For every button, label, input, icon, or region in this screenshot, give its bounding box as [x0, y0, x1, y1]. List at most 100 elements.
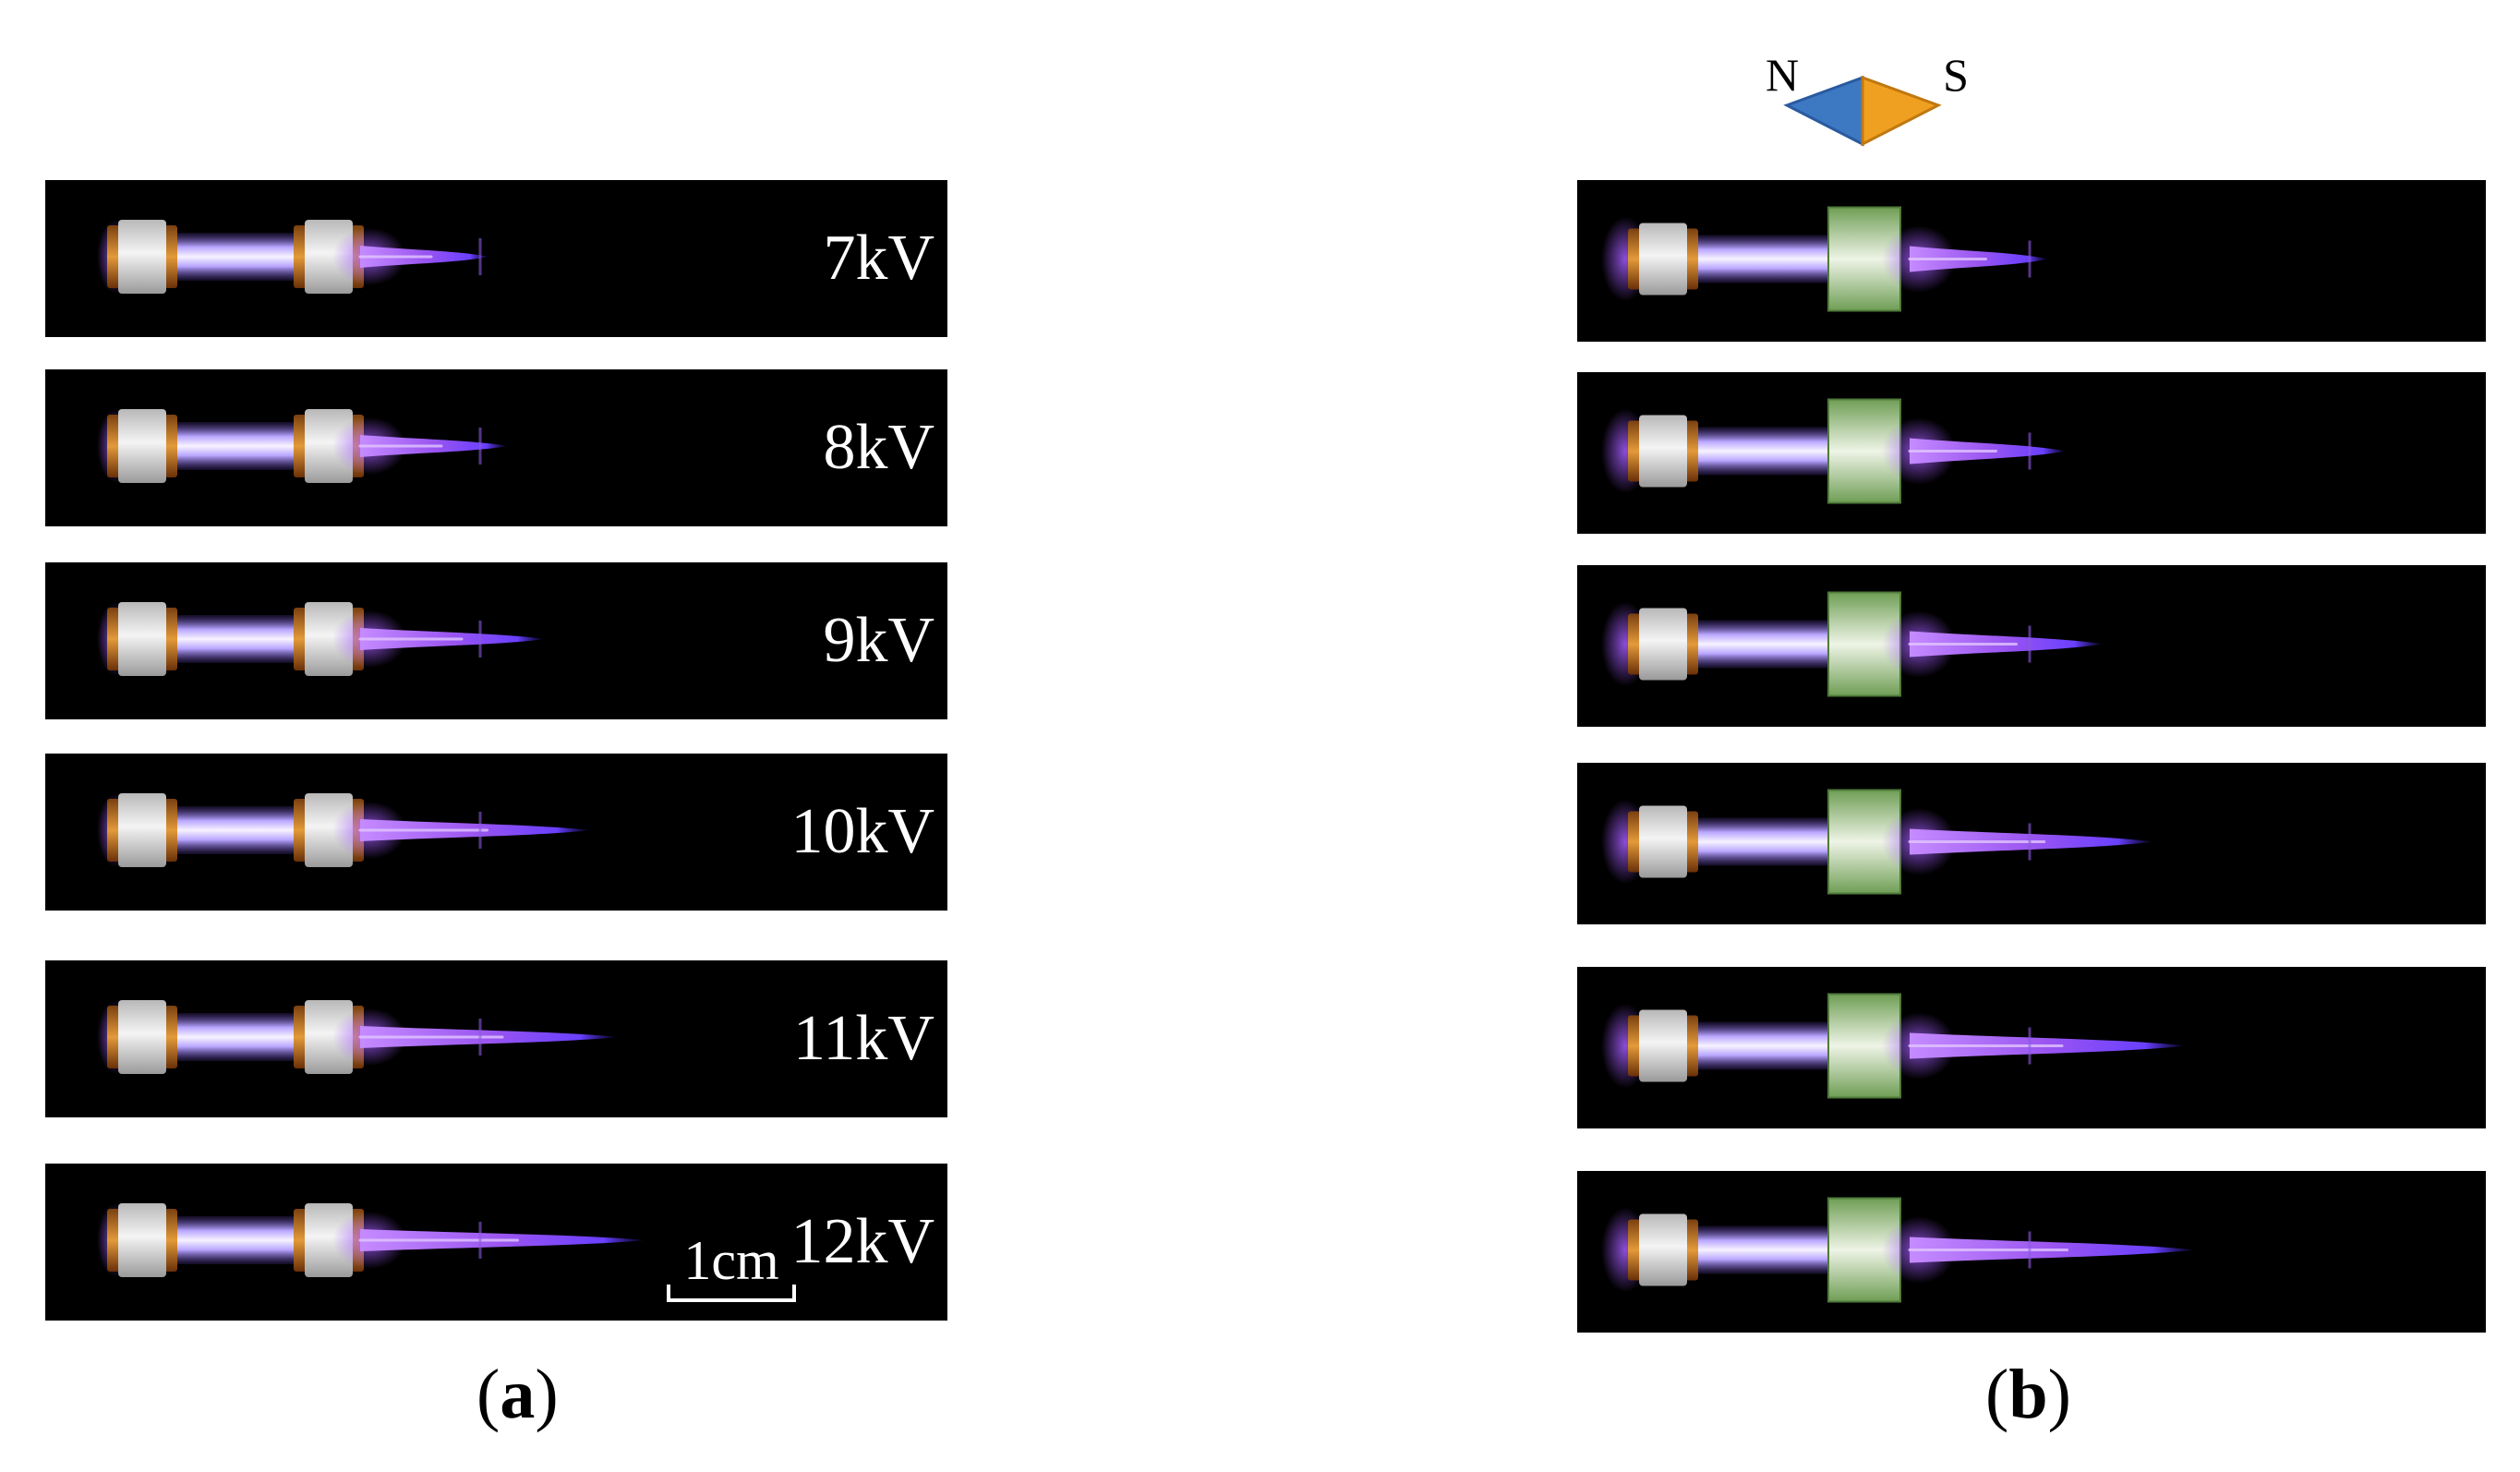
panel-b-caption-close: ) — [2047, 1356, 2071, 1433]
panel-a-strip: 7kV — [45, 180, 947, 337]
electrode-rim — [1628, 613, 1641, 675]
panel-a: 7kV 8kV 9kV 10kV 11kV 12kV 1cm — [45, 180, 947, 1321]
electrode — [118, 793, 166, 867]
voltage-label: 12kV — [790, 1206, 934, 1277]
scale-bar: 1cm — [667, 1230, 796, 1302]
panel-b-strip — [1577, 565, 2486, 727]
electrode — [118, 409, 166, 483]
electrode-rim — [1685, 811, 1698, 873]
panel-a-strip: 11kV — [45, 960, 947, 1117]
magnet — [1827, 398, 1901, 504]
tube-plasma — [162, 615, 319, 663]
panel-a-strip: 8kV — [45, 369, 947, 526]
electrode — [305, 220, 353, 294]
electrode-rim — [1685, 228, 1698, 290]
electrode-rim — [294, 415, 307, 477]
tube-plasma — [162, 1216, 319, 1264]
electrode-rim — [164, 608, 177, 670]
electrode — [118, 602, 166, 676]
electrode-rim — [1628, 1219, 1641, 1281]
tube-plasma — [1690, 427, 1838, 476]
magnet-polarity-indicator: N S — [1766, 49, 1969, 147]
voltage-label: 10kV — [790, 796, 934, 867]
electrode — [305, 1203, 353, 1277]
tube-plasma — [162, 806, 319, 854]
electrode-rim — [294, 799, 307, 862]
tube-plasma — [162, 233, 319, 281]
voltage-label: 7kV — [823, 223, 934, 294]
electrode — [1639, 1213, 1687, 1286]
electrode-rim — [164, 415, 177, 477]
panel-b-strip — [1577, 763, 2486, 924]
electrode — [305, 793, 353, 867]
panel-b-strips — [1577, 180, 2486, 1333]
electrode-rim — [164, 799, 177, 862]
electrode-rim — [107, 1006, 120, 1068]
electrode-rim — [1685, 420, 1698, 482]
electrode — [1639, 805, 1687, 878]
tube-plasma — [1690, 620, 1838, 669]
electrode-rim — [1628, 420, 1641, 482]
panel-a-caption: (a) — [476, 1359, 559, 1430]
electrode — [305, 409, 353, 483]
electrode-rim — [1628, 228, 1641, 290]
electrode-rim — [164, 1209, 177, 1272]
panel-b-strip — [1577, 372, 2486, 534]
electrode — [118, 1000, 166, 1074]
electrode-rim — [1685, 1219, 1698, 1281]
electrode-rim — [294, 225, 307, 288]
panel-b: N S — [1577, 49, 2486, 1333]
voltage-label: 11kV — [793, 1003, 934, 1074]
panel-a-strips: 7kV 8kV 9kV 10kV 11kV 12kV — [45, 180, 947, 1321]
electrode — [1639, 223, 1687, 296]
south-pole-label: S — [1943, 49, 1969, 101]
panel-a-strip: 12kV — [45, 1164, 947, 1321]
tube-plasma — [1690, 235, 1838, 284]
south-pole-triangle — [1861, 75, 1942, 147]
panel-a-caption-close: ) — [535, 1356, 559, 1433]
electrode — [118, 1203, 166, 1277]
scale-bar-bracket — [667, 1285, 796, 1302]
electrode-rim — [294, 1006, 307, 1068]
electrode — [1639, 608, 1687, 681]
north-pole-label: N — [1766, 49, 1799, 101]
electrode-rim — [107, 608, 120, 670]
tube-plasma — [162, 1013, 319, 1061]
panel-b-strip — [1577, 180, 2486, 342]
panel-b-strip — [1577, 967, 2486, 1128]
electrode-rim — [1685, 613, 1698, 675]
electrode — [305, 1000, 353, 1074]
electrode-rim — [107, 799, 120, 862]
tube-plasma — [1690, 1021, 1838, 1070]
electrode — [118, 220, 166, 294]
electrode — [1639, 1009, 1687, 1082]
electrode-rim — [294, 1209, 307, 1272]
electrode-rim — [164, 225, 177, 288]
panel-a-strip: 10kV — [45, 754, 947, 911]
tube-plasma — [1690, 817, 1838, 866]
voltage-label: 8kV — [823, 412, 934, 483]
electrode-rim — [1628, 811, 1641, 873]
panel-b-caption-open: ( — [1985, 1356, 2009, 1433]
panel-a-strip: 9kV — [45, 562, 947, 719]
panel-a-caption-open: ( — [476, 1356, 500, 1433]
electrode-rim — [1685, 1015, 1698, 1077]
electrode-rim — [1628, 1015, 1641, 1077]
electrode-rim — [107, 415, 120, 477]
panel-b-caption-letter: b — [2008, 1356, 2048, 1433]
electrode-rim — [107, 1209, 120, 1272]
electrode-rim — [164, 1006, 177, 1068]
electrode — [305, 602, 353, 676]
panel-b-caption: (b) — [1985, 1359, 2071, 1430]
electrode-rim — [294, 608, 307, 670]
panel-a-caption-letter: a — [500, 1356, 536, 1433]
electrode — [1639, 415, 1687, 488]
electrode-rim — [107, 225, 120, 288]
voltage-label: 9kV — [823, 605, 934, 676]
scale-bar-label: 1cm — [683, 1230, 778, 1291]
tube-plasma — [1690, 1225, 1838, 1274]
panel-b-strip — [1577, 1171, 2486, 1333]
tube-plasma — [162, 422, 319, 470]
